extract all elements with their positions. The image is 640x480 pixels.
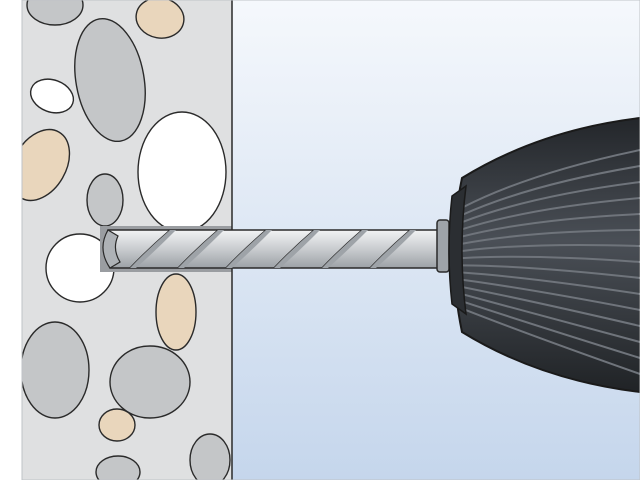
grip-ridge	[462, 285, 640, 327]
grip-ridge	[462, 229, 640, 245]
grip-ridge	[462, 271, 640, 295]
aggregate-stone	[22, 321, 90, 419]
grip-ridge	[462, 264, 640, 279]
aggregate-stone	[109, 345, 191, 419]
grip-ridge	[462, 255, 640, 263]
aggregate-stone	[137, 111, 227, 233]
aggregate-stone	[22, 128, 71, 202]
grip-ridge	[462, 307, 640, 375]
chuck-grip-ridges	[462, 149, 640, 375]
grip-ridge	[462, 243, 640, 252]
chuck-collar	[436, 219, 450, 273]
grip-ridge	[462, 293, 640, 343]
flute-shadow	[370, 230, 416, 268]
flute-shadow	[130, 230, 176, 268]
aggregate-stones	[22, 0, 231, 480]
drill-chuck	[448, 116, 640, 394]
grip-ridge	[462, 278, 640, 311]
frame-border	[21, 0, 640, 480]
aggregate-stone	[155, 273, 197, 351]
aggregate-stone	[189, 433, 231, 480]
grip-ridge	[462, 165, 640, 216]
aggregate-stone	[86, 173, 124, 227]
grip-ridge	[462, 197, 640, 231]
flute-shadow	[322, 230, 368, 268]
aggregate-stone	[135, 0, 185, 39]
drill-bit	[102, 229, 441, 269]
chuck-nose	[448, 184, 467, 316]
aggregate-stone	[74, 17, 146, 143]
grip-ridge	[462, 181, 640, 224]
left-margin	[0, 0, 22, 480]
aggregate-stone	[29, 78, 75, 114]
grip-ridge	[462, 149, 640, 209]
aggregate-stone	[26, 0, 84, 26]
drill-bit-flutes	[129, 229, 416, 269]
grip-ridge	[462, 213, 640, 238]
flute-shadow	[226, 230, 272, 268]
flute-shadow	[274, 230, 320, 268]
aggregate-stone	[98, 408, 136, 442]
drill-bit-tip	[102, 229, 121, 269]
aggregate-stone	[95, 455, 141, 480]
grip-ridge	[462, 300, 640, 359]
flute-shadow	[178, 230, 224, 268]
